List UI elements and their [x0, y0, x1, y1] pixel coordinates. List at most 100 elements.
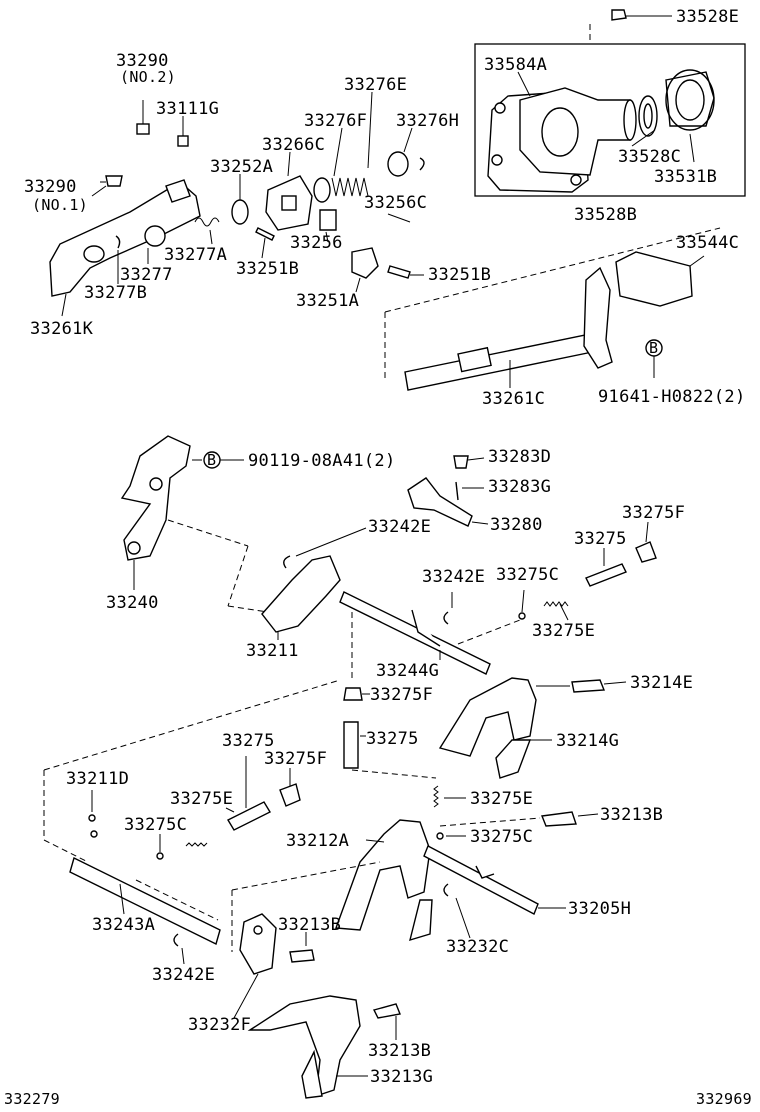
spring-33276e [331, 177, 369, 197]
label-33275c-b: 33275C [124, 815, 187, 835]
label-33244g: 33244G [376, 661, 439, 681]
bolt-33528e [611, 9, 627, 21]
plug-33276h [387, 151, 409, 177]
label-no2: (NO.2) [120, 68, 176, 86]
spring-33275e-b [433, 785, 439, 808]
clip-33242e-b [443, 611, 449, 625]
label-33275-c: 33275 [366, 729, 419, 749]
clip-33277b [115, 235, 121, 249]
label-33213b-c: 33213B [368, 1041, 431, 1061]
label-33261k: 33261K [30, 319, 94, 339]
part-33276f [313, 177, 331, 203]
spring-33275e-c [185, 842, 208, 847]
label-33251b-b: 33251B [428, 265, 491, 285]
part-33251a [351, 247, 379, 279]
ball-33275c [518, 612, 526, 620]
label-33213b-b: 33213B [278, 915, 341, 935]
label-33242e-c: 33242E [152, 965, 215, 985]
label-33290-no2: 33290 [116, 51, 169, 71]
label-33214g: 33214G [556, 731, 619, 751]
bearing-retainer-assembly [474, 9, 746, 197]
plug-33275f-a [635, 541, 657, 563]
spring-33277a [194, 217, 220, 227]
label-33544c: 33544C [676, 233, 739, 253]
shift-rod-33244g [339, 591, 491, 675]
label-33243a: 33243A [92, 915, 155, 935]
shift-head-assembly [49, 91, 721, 391]
pin-33275-c [227, 801, 271, 831]
pin-33275-a [585, 563, 627, 587]
clip-33242e-c [173, 933, 179, 947]
label-33275f-c: 33275F [264, 749, 327, 769]
cap-33277 [144, 225, 166, 247]
label-33275e-c: 33275E [470, 789, 533, 809]
bolt-33214e [571, 679, 606, 693]
shift-fork-33212a [335, 819, 431, 931]
label-33212a: 33212A [286, 831, 349, 851]
label-33261c: 33261C [482, 389, 545, 409]
label-33275c-a: 33275C [496, 565, 559, 585]
shift-rod-33205h [423, 845, 539, 915]
label-no1: (NO.1) [32, 196, 88, 214]
label-33213g: 33213G [370, 1067, 433, 1087]
label-33275e-a: 33275E [532, 621, 595, 641]
ball-33275c-c [436, 832, 444, 840]
ball-33275c-b [156, 852, 164, 860]
label-33275-a: 33275 [574, 529, 627, 549]
label-33275-b: 33275 [222, 731, 275, 751]
label-33251b-a: 33251B [236, 259, 299, 279]
corner-code-right: 332969 [696, 1090, 752, 1108]
spring-33275e-a [543, 601, 569, 607]
shift-fork-33213g [247, 995, 361, 1098]
label-33584a: 33584A [484, 55, 547, 75]
label-33290-no1: 33290 [24, 177, 77, 197]
label-33275c-c: 33275C [470, 827, 533, 847]
plug-33275f-b [343, 687, 363, 701]
label-33242e-b: 33242E [422, 567, 485, 587]
plug-33111g [177, 135, 189, 147]
shift-lever-shaft [404, 331, 603, 391]
label-33266c: 33266C [262, 135, 325, 155]
label-91641: 91641-H0822(2) [598, 387, 746, 407]
label-33277a: 33277A [164, 245, 227, 265]
label-33111g: 33111G [156, 99, 219, 119]
shift-head-33232f [239, 913, 277, 975]
pin-33251b-b [387, 265, 411, 279]
lower-fork-assembly [69, 756, 599, 1099]
label-33276f: 33276F [304, 111, 367, 131]
label-33251a: 33251A [296, 291, 359, 311]
shift-lever-housing [49, 181, 201, 297]
label-33232f: 33232F [188, 1015, 251, 1035]
label-33275e-b: 33275E [170, 789, 233, 809]
marker-b-top-letter: B [649, 339, 658, 357]
label-33242e-a: 33242E [368, 517, 431, 537]
label-33283g: 33283G [488, 477, 551, 497]
shift-arm-bracket [120, 435, 191, 561]
label-33531b: 33531B [654, 167, 717, 187]
label-33213b-a: 33213B [600, 805, 663, 825]
label-33275f-a: 33275F [622, 503, 685, 523]
label-33252a: 33252A [210, 157, 273, 177]
label-90119: 90119-08A41(2) [248, 451, 396, 471]
bolt-33213b-c [372, 1003, 401, 1019]
label-33232c: 33232C [446, 937, 509, 957]
label-33528b: 33528B [574, 205, 637, 225]
label-33214e: 33214E [630, 673, 693, 693]
shift-fork-33214g [438, 677, 537, 757]
label-33283d: 33283D [488, 447, 551, 467]
bolt-33213b-a [541, 811, 577, 827]
label-33240: 33240 [106, 593, 159, 613]
marker-b-mid-letter: B [207, 451, 216, 469]
label-33256: 33256 [290, 233, 343, 253]
label-33211d: 33211D [66, 769, 129, 789]
boot-33544c [615, 251, 693, 307]
label-33277b: 33277B [84, 283, 147, 303]
clip-33232c [443, 883, 449, 897]
label-33256c: 33256C [364, 193, 427, 213]
part-labels: 33528E 33584A 33528C 33531B 33528B 33290… [4, 7, 752, 1108]
label-33280: 33280 [490, 515, 543, 535]
pin-33251b-a [255, 227, 275, 241]
shift-rod-33243a [69, 857, 221, 945]
label-33276h: 33276H [396, 111, 459, 131]
